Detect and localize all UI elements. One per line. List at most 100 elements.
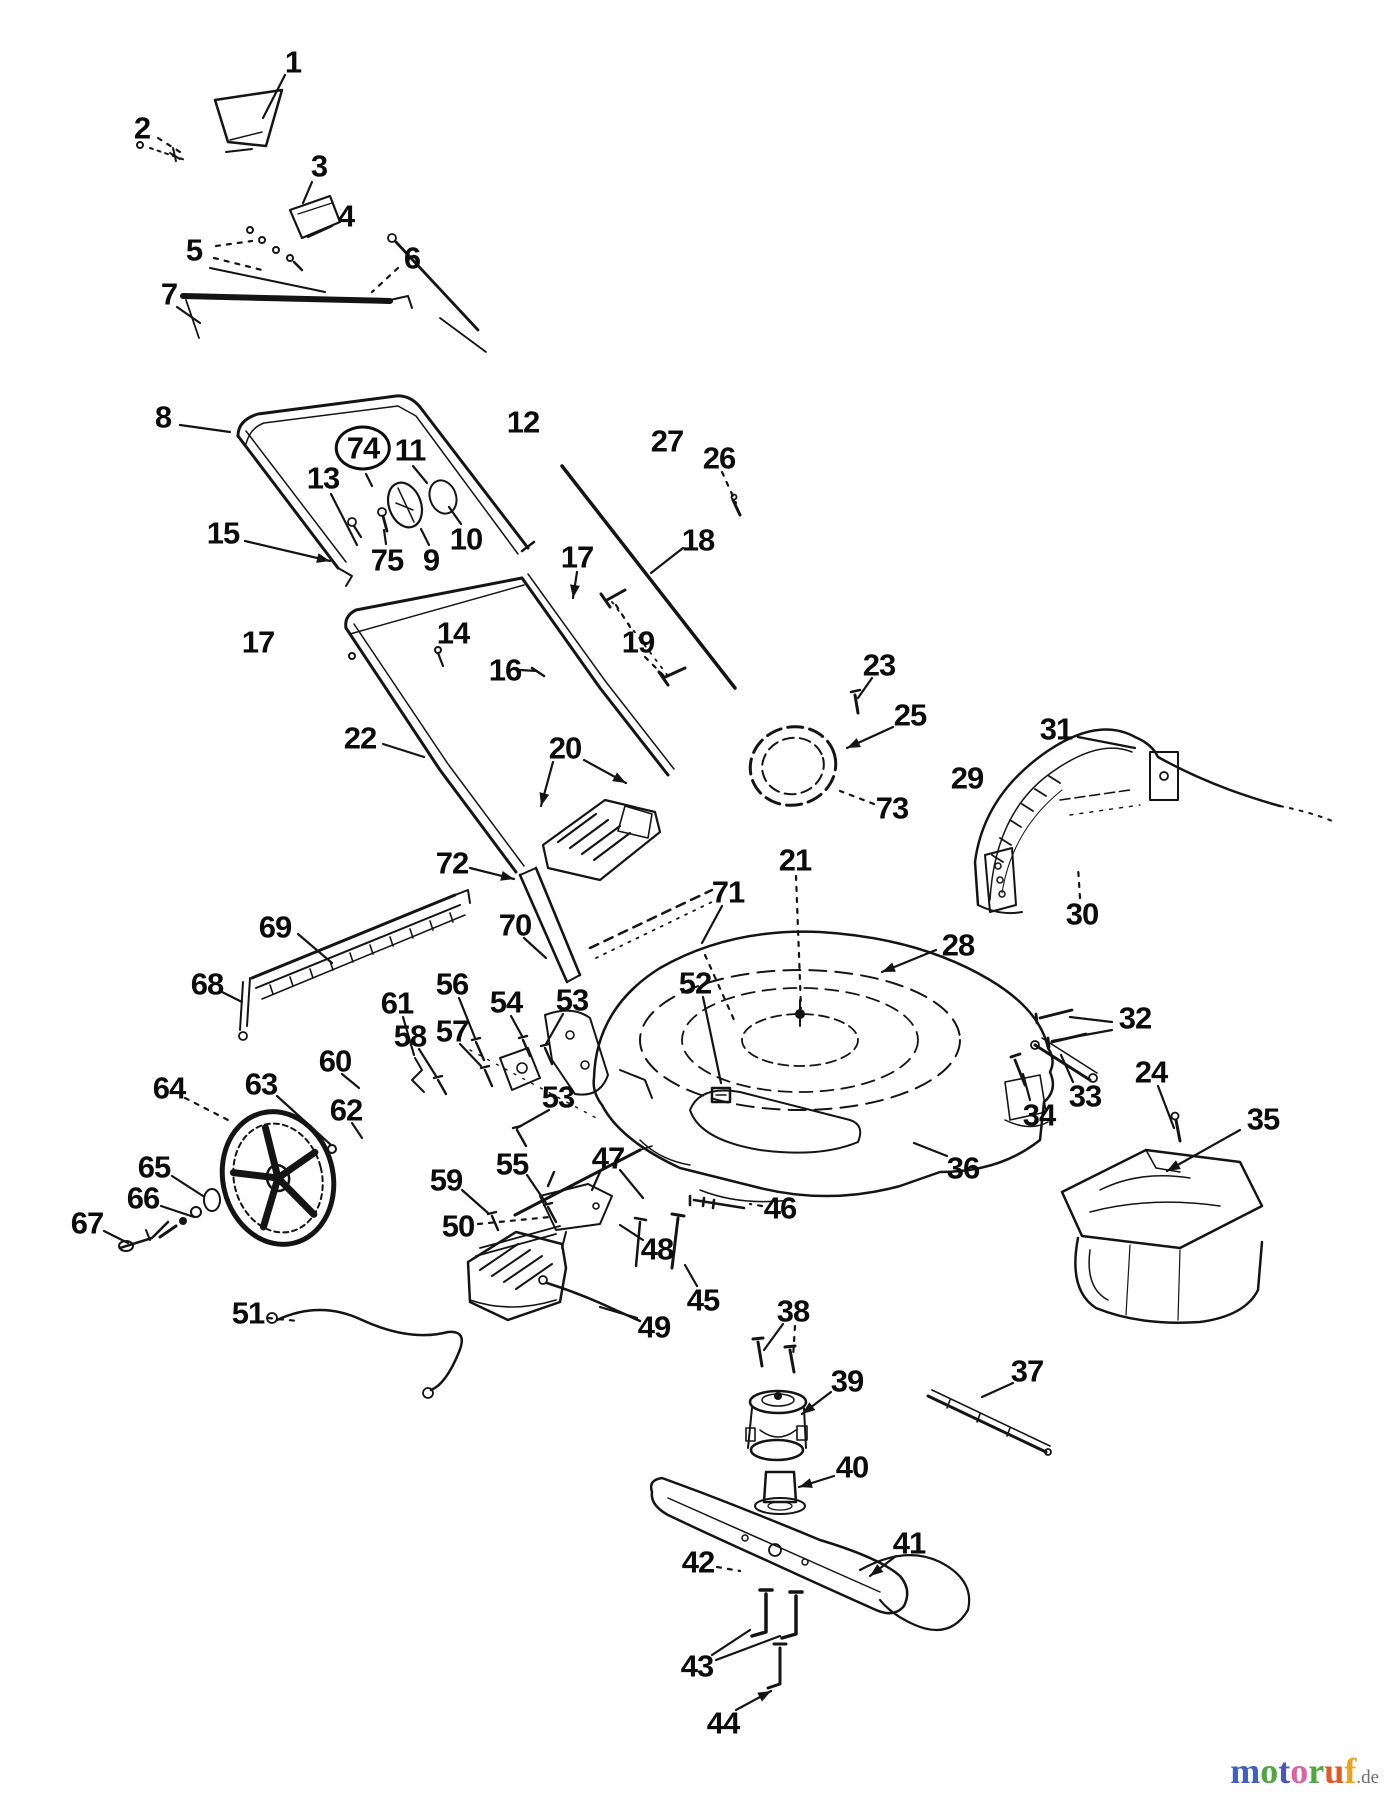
leader-line-32 <box>1068 1015 1114 1024</box>
leader-line-55 <box>525 1173 548 1205</box>
lower-handle-art <box>344 573 675 874</box>
part-label-63: 63 <box>244 1066 278 1102</box>
part-label-37: 37 <box>1010 1353 1044 1389</box>
leader-line-61 <box>401 1015 416 1057</box>
leader-line-71 <box>703 953 737 1024</box>
leader-line-36 <box>912 1141 949 1158</box>
leader-line-59 <box>460 1188 490 1215</box>
leader-line-18 <box>649 546 685 575</box>
part-label-25: 25 <box>893 697 927 733</box>
leader-arrowhead-15 <box>316 553 330 563</box>
part-label-9: 9 <box>422 542 440 578</box>
front-guard-art <box>466 1145 746 1323</box>
part-label-34: 34 <box>1022 1097 1056 1133</box>
part-label-69: 69 <box>258 909 292 945</box>
leader-line-37 <box>980 1381 1015 1399</box>
part-label-40: 40 <box>835 1449 869 1485</box>
part-label-64: 64 <box>152 1070 186 1106</box>
part-label-67: 67 <box>70 1205 104 1241</box>
leader-line-43 <box>710 1628 752 1657</box>
part-label-43: 43 <box>680 1648 714 1684</box>
logo-letter: r <box>1308 1751 1325 1791</box>
part-label-3: 3 <box>310 148 328 184</box>
leader-line-19 <box>643 655 668 680</box>
leader-line-71 <box>700 904 724 945</box>
leader-line-48 <box>618 1223 645 1242</box>
leader-line-2 <box>156 136 182 154</box>
leader-line-23 <box>856 676 874 700</box>
logo-letter: o <box>1290 1751 1309 1791</box>
part-label-50: 50 <box>441 1208 475 1244</box>
leader-line-38 <box>791 1324 797 1360</box>
leader-arrowhead-44 <box>757 1691 771 1702</box>
leader-line-5 <box>212 256 268 273</box>
leader-line-47 <box>618 1168 645 1200</box>
leader-line-57 <box>458 1042 483 1068</box>
part-label-65: 65 <box>137 1149 171 1185</box>
part-label-17: 17 <box>560 539 594 575</box>
leader-line-19 <box>614 603 632 629</box>
part-label-24: 24 <box>1134 1054 1168 1090</box>
lower-cable-art <box>266 1308 463 1399</box>
leader-line-35 <box>1165 1128 1242 1173</box>
part-label-46: 46 <box>763 1190 797 1226</box>
part-label-47: 47 <box>591 1140 625 1176</box>
part-label-36: 36 <box>946 1150 980 1186</box>
part-label-61: 61 <box>380 985 414 1021</box>
leader-line-53 <box>544 1012 565 1046</box>
motoruf-logo-suffix: .de <box>1356 1767 1379 1788</box>
leader-arrowhead-39 <box>802 1402 816 1414</box>
part-label-23: 23 <box>862 647 896 683</box>
leader-line-16 <box>518 668 539 673</box>
part-label-52: 52 <box>678 965 712 1001</box>
leader-line-53 <box>515 1108 551 1130</box>
leader-arrowhead-20 <box>612 772 626 783</box>
leader-line-10 <box>447 505 463 526</box>
part-label-74: 74 <box>334 425 392 471</box>
part-label-57: 57 <box>435 1013 469 1049</box>
leader-line-22 <box>381 742 426 759</box>
part-label-62: 62 <box>329 1092 363 1128</box>
part-label-28: 28 <box>941 927 975 963</box>
part-label-22: 22 <box>343 720 377 756</box>
leader-line-33 <box>1059 1053 1075 1084</box>
part-label-68: 68 <box>190 966 224 1002</box>
part-label-12: 12 <box>506 404 540 440</box>
leader-line-43 <box>714 1634 782 1662</box>
leader-line-7 <box>175 305 202 325</box>
leader-line-67 <box>102 1229 130 1245</box>
motoruf-logo-letters: motoruf <box>1230 1751 1356 1791</box>
part-label-60: 60 <box>318 1043 352 1079</box>
leader-arrowhead-72 <box>500 871 514 881</box>
deck-art <box>592 930 1055 1203</box>
leader-line-66 <box>159 1204 196 1219</box>
leader-line-6 <box>370 266 400 294</box>
leader-lines <box>102 73 1242 1712</box>
leader-line-15 <box>243 539 332 563</box>
part-label-19: 19 <box>621 624 655 660</box>
leader-line-42 <box>715 1565 742 1573</box>
leader-arrowhead-25 <box>847 738 861 748</box>
part-label-6: 6 <box>403 240 421 276</box>
part-label-4: 4 <box>337 198 355 234</box>
discharge-chute-art <box>1060 1148 1264 1324</box>
leader-line-38 <box>762 1322 785 1352</box>
leader-line-26 <box>720 470 738 505</box>
part-label-66: 66 <box>126 1180 160 1216</box>
motoruf-logo[interactable]: motoruf.de <box>1230 1750 1379 1792</box>
blade-clutch-art <box>745 1336 808 1515</box>
part-label-45: 45 <box>686 1282 720 1318</box>
part-label-48: 48 <box>640 1231 674 1267</box>
leader-line-24 <box>1156 1084 1176 1130</box>
part-label-49: 49 <box>637 1309 671 1345</box>
leader-line-11 <box>411 464 429 485</box>
part-label-72: 72 <box>435 845 469 881</box>
starter-ring-art <box>748 688 862 807</box>
part-label-20: 20 <box>548 730 582 766</box>
part-label-8: 8 <box>154 399 172 435</box>
leader-line-13 <box>329 492 359 547</box>
leader-line-47 <box>590 1170 602 1192</box>
part-label-54: 54 <box>489 984 523 1020</box>
part-label-55: 55 <box>495 1146 529 1182</box>
part-label-44: 44 <box>706 1705 740 1741</box>
